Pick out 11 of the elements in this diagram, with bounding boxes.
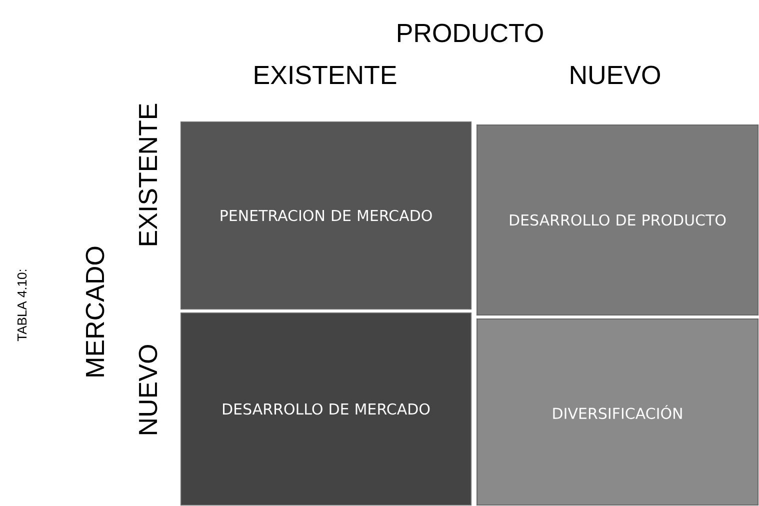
axis-title: PRODUCTO <box>398 24 543 42</box>
axis-title: MERCADO <box>86 246 104 376</box>
row-header: EXISTENTE <box>138 104 158 246</box>
strategy-cell: DIVERSIFICACIÓN <box>476 318 759 506</box>
table-caption: TABLA 4.10: <box>17 270 27 342</box>
strategy-cell: DESARROLLO DE MERCADO <box>180 312 472 506</box>
strategy-cell: PENETRACION DE MERCADO <box>180 122 472 310</box>
row-header: NUEVO <box>138 345 158 434</box>
strategy-cell: DESARROLLO DE PRODUCTO <box>476 124 759 316</box>
column-header: EXISTENTE <box>254 66 396 84</box>
column-header: NUEVO <box>570 66 660 84</box>
